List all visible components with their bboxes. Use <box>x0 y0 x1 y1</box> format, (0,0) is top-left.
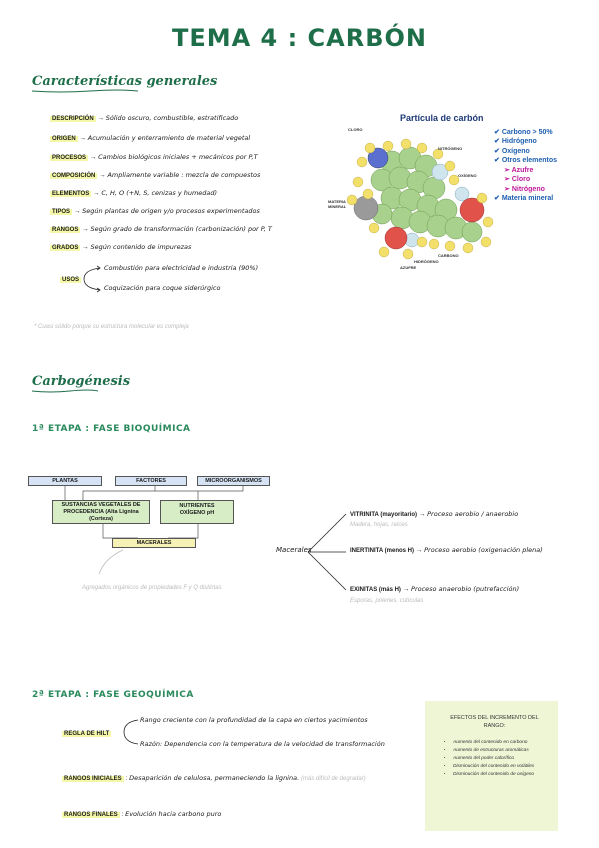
label-azufre: AZUFRE <box>400 265 417 270</box>
usos-key: USOS <box>60 277 82 283</box>
branch-vitrinita-sub: Madera, hojas, raíces <box>350 522 408 528</box>
macerales-label: Macerales <box>276 546 312 554</box>
efectos-title: EFECTOS DEL INCREMENTO DEL RANGO: <box>450 715 539 729</box>
char-row: TIPOS → Según plantas de origen y/o proc… <box>50 207 260 215</box>
legend-item: ✔ Materia mineral <box>494 195 554 203</box>
char-row: ELEMENTOS → C, H, O (+N, S, cenizas y hu… <box>50 189 218 197</box>
box-nutrientes: NUTRIENTES OXÍGENO pH <box>160 500 234 524</box>
legend-item: ✔ Otros elementos <box>494 157 558 165</box>
section-heading-caracteristicas: Características generales <box>32 74 218 89</box>
agregados-note: Agregados orgánicos de propiedades F y Q… <box>82 585 222 591</box>
list-item: Disminución del contenido en volátiles <box>453 764 548 770</box>
box-sustancias-vegetales: SUSTANCIAS VEGETALES DE PROCEDENCIA (Alt… <box>52 500 150 524</box>
page-title: TEMA 4 : CARBÓN <box>171 24 428 52</box>
efectos-note-card: EFECTOS DEL INCREMENTO DEL RANGO: Aument… <box>425 701 558 831</box>
hilt-key: REGLA DE HILT <box>62 731 112 737</box>
label-materia-mineral: MATERIA MINERAL <box>328 199 347 209</box>
usos-brace <box>83 265 101 293</box>
label-carbono: CARBONO <box>438 253 459 258</box>
legend-item: ✔ Oxígeno <box>494 147 530 155</box>
hilt-brace <box>123 719 139 745</box>
biochemical-flow-connectors <box>64 486 244 539</box>
box-microorganismos: MICROORGANISMOS <box>197 476 270 486</box>
characteristics-list: DESCRIPCIÓN → Sólido oscuro, combustible… <box>50 114 272 261</box>
hilt-item: Razón: Dependencia con la temperatura de… <box>140 740 385 748</box>
char-row: GRADOS → Según contenido de impurezas <box>50 243 192 251</box>
char-row: PROCESOS → Cambios biológicos iniciales … <box>50 153 258 161</box>
rangos-finales: RANGOS FINALES : Evolución hacia carbono… <box>62 810 222 818</box>
label-cloro: CLORO <box>348 127 363 132</box>
macerales-branch-lines <box>307 513 347 591</box>
list-item: Aumento de estructuras aromáticas <box>453 748 548 754</box>
legend-subitem: ➢ Azufre <box>504 166 534 174</box>
branch-exinitas: EXINITAS (más H) → Proceso anaerobio (pu… <box>350 585 520 593</box>
arrow-to-agregados <box>98 549 124 575</box>
char-row: COMPOSICIÓN → Ampliamente variable : mez… <box>50 171 261 179</box>
label-oxigeno: OXÍGENO <box>458 173 477 178</box>
list-item: Aumento del poder calorífico <box>453 756 548 762</box>
underline-decoration <box>31 389 99 393</box>
efectos-list: Aumento del contenido en carbono Aumento… <box>441 740 548 778</box>
rangos-iniciales: RANGOS INICIALES : Desaparición de celul… <box>62 774 366 782</box>
section-heading-carbogenesis: Carbogénesis <box>32 374 131 389</box>
box-factores: FACTORES <box>115 476 187 486</box>
char-row: RANGOS → Según grado de transformación (… <box>50 225 272 233</box>
hilt-item: Rango creciente con la profundidad de la… <box>140 716 368 724</box>
usos-item: Combustión para electricidad e industria… <box>104 264 259 272</box>
branch-inertinita: INERTINITA (menos H) → Proceso aerobio (… <box>350 546 543 554</box>
etapa1-heading: 1ª ETAPA : FASE BIOQUÍMICA <box>32 424 191 434</box>
carbon-note: * Cuasi sólido porque su estructura mole… <box>34 324 189 330</box>
legend-item: ✔ Hidrógeno <box>494 138 537 146</box>
box-plantas: PLANTAS <box>28 476 102 486</box>
char-row: DESCRIPCIÓN → Sólido oscuro, combustible… <box>50 114 239 122</box>
char-row: ORIGEN → Acumulación y enterramiento de … <box>50 134 251 142</box>
box-macerales: MACERALES <box>112 538 196 548</box>
legend-item: ✔ Carbono > 50% <box>494 129 553 136</box>
list-item: Disminución del contenido de oxígeno <box>453 772 548 778</box>
usos-item: Coquización para coque siderúrgico <box>104 284 221 292</box>
particle-legend: ✔ Carbono > 50% ✔ Hidrógeno ✔ Oxígeno ✔ … <box>494 128 557 204</box>
legend-subitem: ➢ Cloro <box>504 176 531 184</box>
underline-decoration <box>31 89 139 93</box>
branch-vitrinita: VITRINITA (mayoritario) → Proceso aerobi… <box>350 510 519 518</box>
carbon-particle-illustration <box>346 138 494 260</box>
list-item: Aumento del contenido en carbono <box>453 740 548 746</box>
legend-subitem: ➢ Nitrógeno <box>504 185 545 193</box>
label-nitrogeno: NITRÓGENO <box>438 146 463 151</box>
etapa2-heading: 2ª ETAPA : FASE GEOQUÍMICA <box>32 690 194 700</box>
label-hidrogeno: HIDRÓGENO <box>414 259 439 264</box>
branch-exinitas-sub: Esporas, pólenes, cutículas <box>350 598 424 604</box>
particle-title: Partícula de carbón <box>400 113 484 123</box>
